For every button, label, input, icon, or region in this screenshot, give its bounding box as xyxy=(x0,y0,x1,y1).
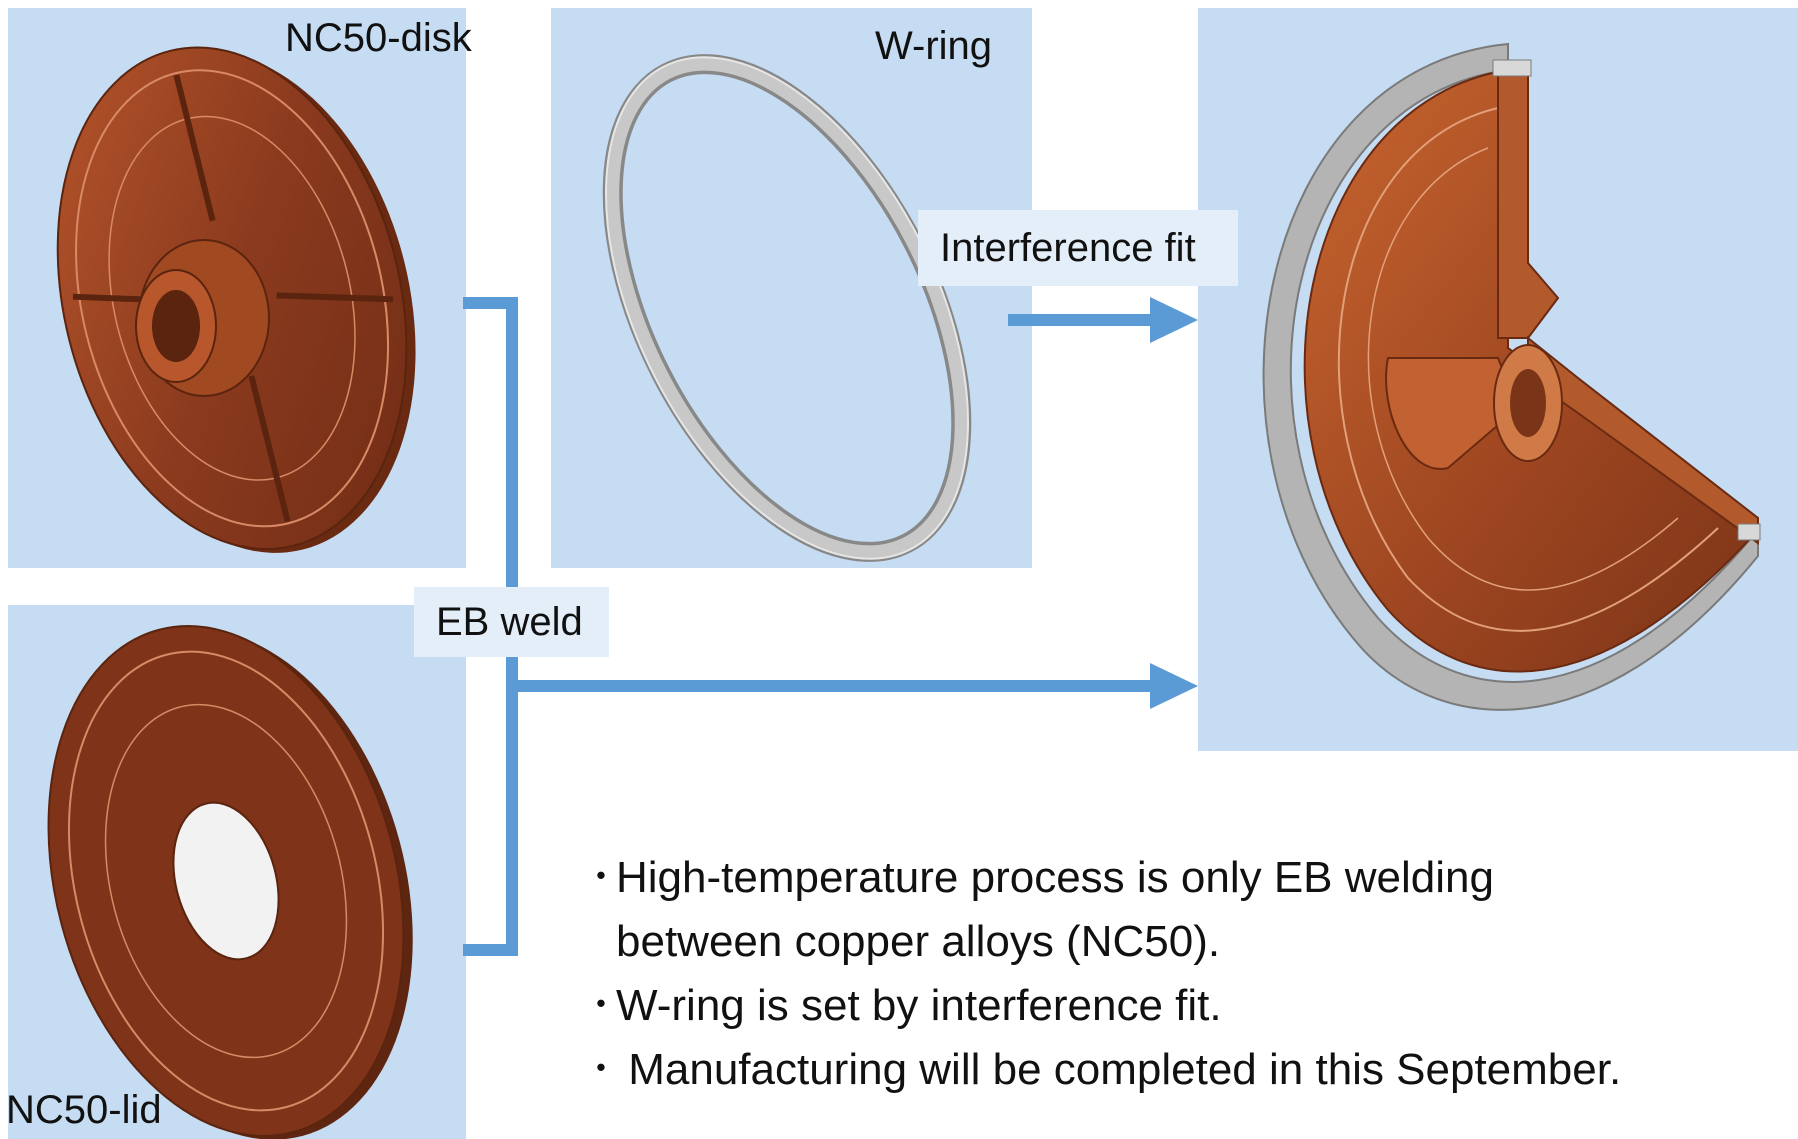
note-item: ･ Manufacturing will be completed in thi… xyxy=(590,1038,1780,1102)
fit-arrow-head xyxy=(1150,297,1198,343)
weld-arrow-head xyxy=(1150,663,1198,709)
note-text: High-temperature process is only EB weld… xyxy=(616,853,1494,902)
bullet-icon: ･ xyxy=(590,1038,616,1102)
bullet-icon: ･ xyxy=(590,846,616,910)
bullet-icon: ･ xyxy=(590,974,616,1038)
process-notes: ･High-temperature process is only EB wel… xyxy=(590,846,1780,1102)
eb-weld-tag: EB weld xyxy=(414,587,609,657)
note-continuation: between copper alloys (NC50). xyxy=(590,910,1780,974)
note-text: W-ring is set by interference fit. xyxy=(616,981,1222,1030)
nc50-disk-label: NC50-disk xyxy=(285,18,472,58)
w-ring-label: W-ring xyxy=(875,26,992,66)
note-item: ･High-temperature process is only EB wel… xyxy=(590,846,1780,910)
note-item: ･W-ring is set by interference fit. xyxy=(590,974,1780,1038)
note-text: Manufacturing will be completed in this … xyxy=(616,1045,1621,1094)
interference-fit-tag: Interference fit xyxy=(918,210,1238,286)
nc50-lid-label: NC50-lid xyxy=(6,1090,162,1130)
